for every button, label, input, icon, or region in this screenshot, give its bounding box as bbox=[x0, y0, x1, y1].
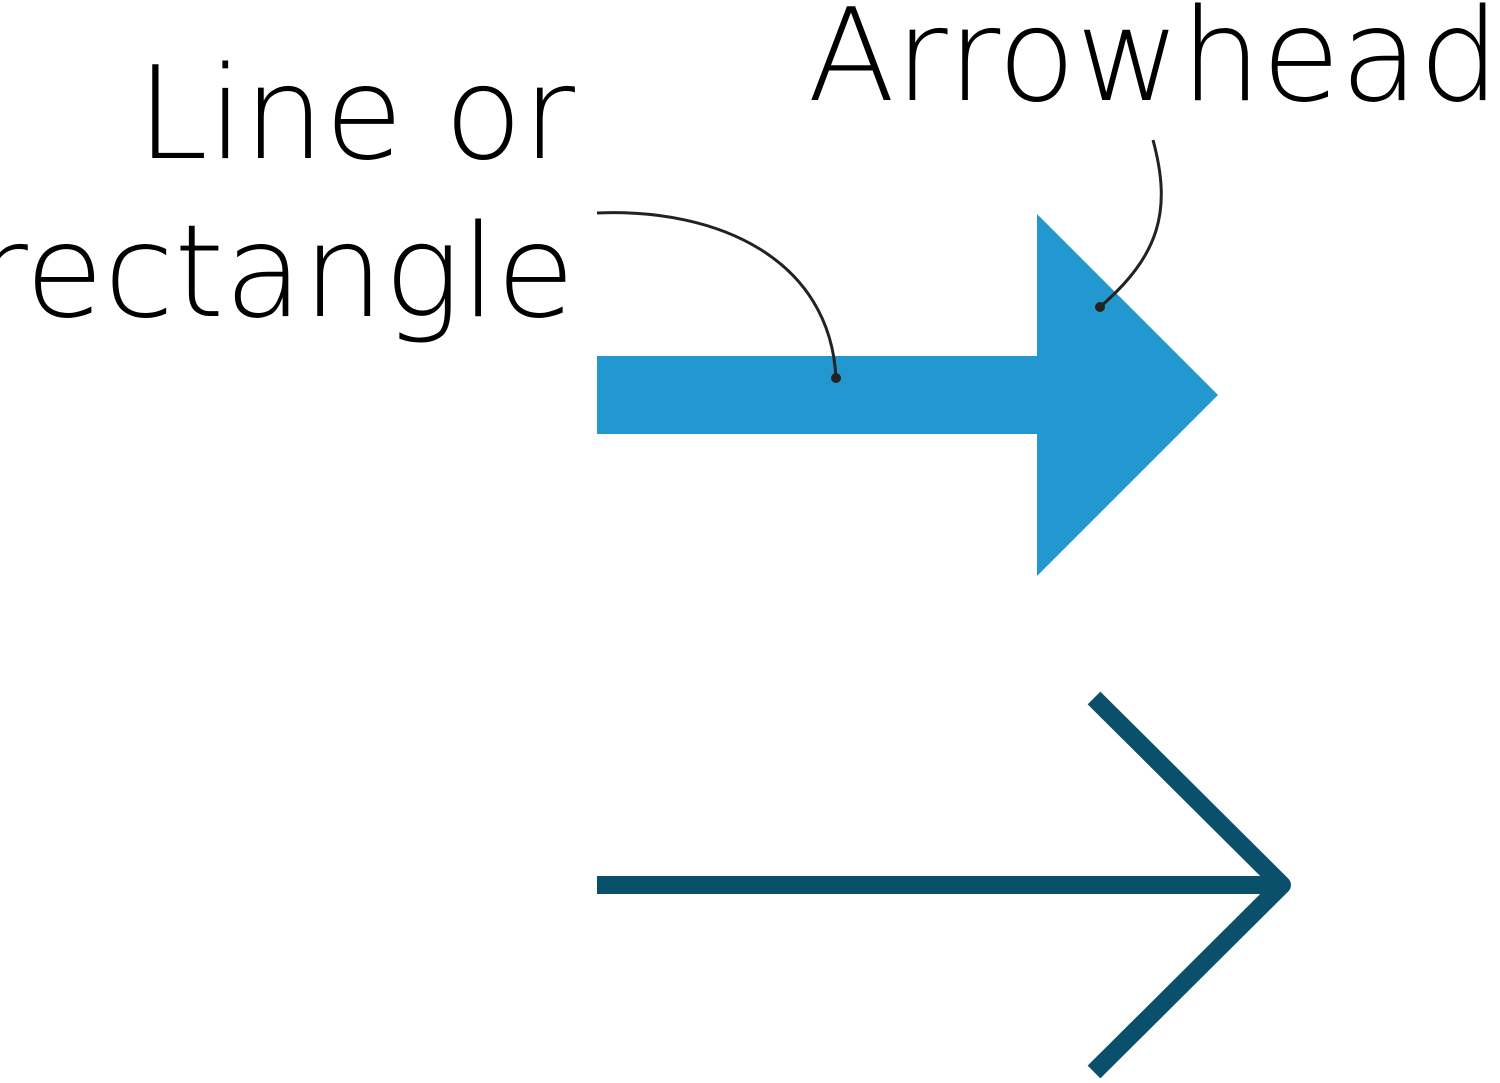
line-arrow-icon bbox=[597, 691, 1291, 1079]
leader-dot-rectangle bbox=[831, 373, 841, 383]
label-rectangle: rectangle bbox=[0, 198, 575, 347]
leader-line-arrowhead bbox=[1099, 139, 1163, 309]
label-line-or: Line or bbox=[137, 40, 576, 189]
leader-dot-arrowhead bbox=[1095, 302, 1105, 312]
label-arrowhead: Arrowhead bbox=[807, 0, 1500, 131]
leader-line-rectangle bbox=[596, 211, 838, 379]
filled-arrow-icon bbox=[597, 214, 1218, 576]
